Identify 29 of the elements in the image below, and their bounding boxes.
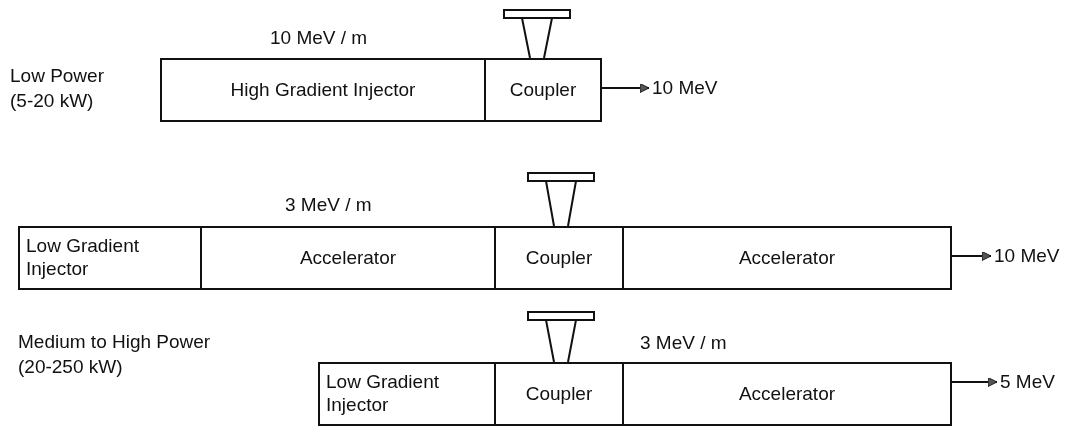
- section-label: Low Gradient Injector: [26, 235, 140, 281]
- section-box: [622, 226, 952, 290]
- section-box: [484, 58, 602, 122]
- section-label: Accelerator: [738, 383, 836, 405]
- section-label: Coupler: [509, 79, 577, 101]
- output-energy-label: 10 MeV: [994, 245, 1060, 267]
- arrow: [601, 83, 650, 93]
- section-box: [494, 362, 624, 426]
- gradient-label: 3 MeV / m: [285, 193, 372, 217]
- section-label: Accelerator: [299, 247, 397, 269]
- gradient-label: 10 MeV / m: [270, 26, 368, 50]
- section-box: [200, 226, 496, 290]
- arrow: [951, 377, 998, 387]
- section-box: [318, 362, 496, 426]
- arrow: [951, 251, 992, 261]
- section-box: [160, 58, 486, 122]
- gradient-label: 3 MeV / m: [640, 331, 727, 355]
- output-energy-label: 10 MeV: [652, 77, 718, 99]
- output-energy-label: 5 MeV: [1000, 371, 1055, 393]
- power-range-label: Medium to High Power (20-250 kW): [18, 330, 212, 379]
- power-range-label: Low Power (5-20 kW): [10, 64, 105, 113]
- section-box: [494, 226, 624, 290]
- section-label: High Gradient Injector: [230, 79, 416, 101]
- section-label: Coupler: [525, 247, 593, 269]
- section-label: Low Gradient Injector: [326, 371, 440, 417]
- section-box: [18, 226, 202, 290]
- section-box: [622, 362, 952, 426]
- section-label: Coupler: [525, 383, 593, 405]
- section-label: Accelerator: [738, 247, 836, 269]
